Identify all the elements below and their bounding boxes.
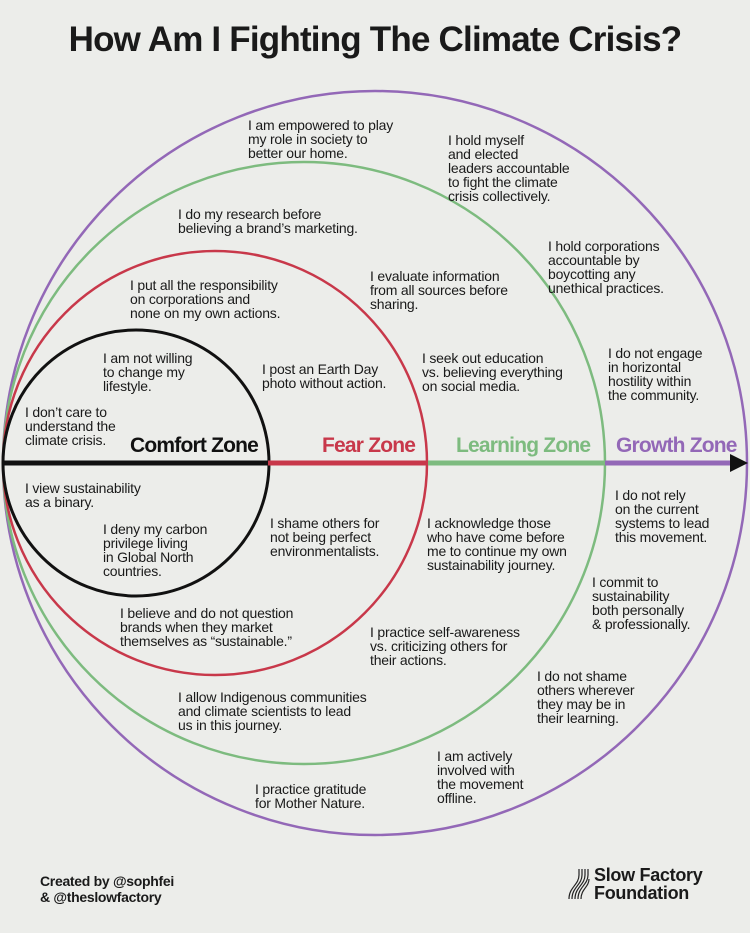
- statement: I commit to sustainability both personal…: [592, 574, 691, 632]
- statement: I shame others for not being perfect env…: [270, 515, 380, 559]
- zone-label-learning: Learning Zone: [456, 434, 591, 457]
- statement: I practice gratitude for Mother Nature.: [255, 781, 367, 811]
- statement: I am actively involved with the movement…: [437, 748, 524, 806]
- zone-label-comfort: Comfort Zone: [130, 434, 259, 457]
- statement: I do not engage in horizontal hostility …: [608, 345, 703, 403]
- statement: I deny my carbon privilege living in Glo…: [103, 521, 208, 579]
- statement: I practice self-awareness vs. criticizin…: [370, 624, 520, 668]
- slow-factory-logo-icon: [568, 869, 590, 900]
- statement: I believe and do not question brands whe…: [120, 605, 294, 649]
- statement: I acknowledge those who have come before…: [427, 515, 567, 573]
- statement: I post an Earth Day photo without action…: [262, 361, 387, 391]
- statement: I seek out education vs. believing every…: [422, 350, 563, 394]
- statement: I am empowered to play my role in societ…: [248, 117, 394, 161]
- logo-text: Slow Factory Foundation: [594, 865, 703, 903]
- statement: I view sustainability as a binary.: [25, 480, 141, 510]
- credit-text: Created by @sophfei & @theslowfactory: [40, 873, 174, 905]
- statement: I evaluate information from all sources …: [370, 268, 508, 312]
- statement: I am not willing to change my lifestyle.: [103, 350, 193, 394]
- statement: I allow Indigenous communities and clima…: [178, 689, 367, 733]
- statement: I do not shame others wherever they may …: [537, 668, 635, 726]
- statement: I do not rely on the current systems to …: [615, 487, 710, 545]
- statement: I hold corporations accountable by boyco…: [548, 238, 664, 296]
- zone-label-fear: Fear Zone: [322, 434, 416, 457]
- zone-label-growth: Growth Zone: [616, 434, 737, 457]
- statement: I hold myself and elected leaders accoun…: [448, 132, 570, 204]
- page-title: How Am I Fighting The Climate Crisis?: [68, 20, 683, 59]
- statement: I put all the responsibility on corporat…: [130, 277, 281, 321]
- slow-factory-logo: Slow Factory Foundation: [568, 865, 703, 903]
- statement: I don’t care to understand the climate c…: [25, 404, 116, 448]
- arrow-head-icon: [730, 454, 748, 472]
- statement: I do my research before believing a bran…: [178, 206, 358, 236]
